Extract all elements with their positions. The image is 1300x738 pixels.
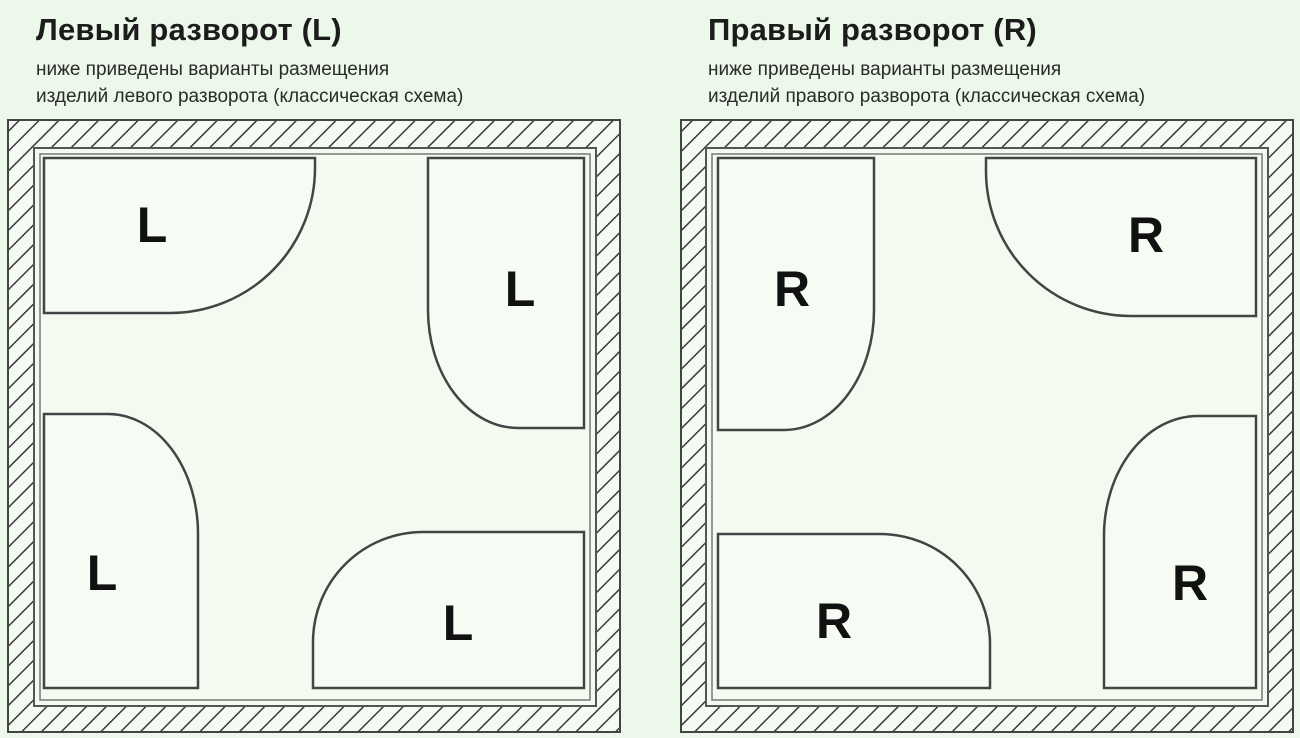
right-fixture-top-right [984, 156, 1258, 318]
right-panel-title: Правый разворот (R) [708, 12, 1037, 47]
left-fixture-top-left [42, 156, 317, 315]
left-panel-title: Левый разворот (L) [36, 12, 342, 47]
right-fixture-bottom-left [716, 532, 992, 690]
left-panel-header: Левый разворот (L) ниже приведены вариан… [36, 12, 463, 110]
left-panel-subtitle-line1: ниже приведены варианты размещения [36, 59, 390, 80]
right-fixture-bottom-right [1102, 414, 1258, 690]
left-fixture-bottom-right [311, 530, 586, 690]
left-room-inner-offset [39, 153, 591, 701]
right-panel-subtitle: ниже приведены варианты размещения издел… [708, 56, 1145, 110]
right-room-inner-offset [711, 153, 1263, 701]
left-fixture-top-right [426, 156, 586, 430]
right-fixture-top-left [716, 156, 876, 432]
left-fixture-top-left-label: L [137, 197, 168, 253]
left-fixture-bottom-right-label: L [443, 595, 474, 651]
left-panel-subtitle: ниже приведены варианты размещения издел… [36, 56, 463, 110]
right-panel-subtitle-line1: ниже приведены варианты размещения [708, 59, 1062, 80]
right-panel-subtitle-line2: изделий правого разворота (классическая … [708, 86, 1146, 107]
left-fixture-top-right-label: L [505, 261, 536, 317]
left-panel-subtitle-line2: изделий левого разворота (классическая с… [36, 86, 464, 107]
right-room: R R R R [680, 119, 1294, 733]
left-fixture-bottom-left-label: L [87, 545, 118, 601]
right-fixture-top-right-label: R [1128, 207, 1164, 263]
right-fixture-bottom-right-label: R [1172, 555, 1208, 611]
left-room: L L L L [7, 119, 621, 733]
left-fixture-bottom-left [42, 412, 200, 690]
right-fixture-top-left-label: R [774, 261, 810, 317]
right-panel-header: Правый разворот (R) ниже приведены вариа… [708, 12, 1145, 110]
right-fixture-bottom-left-label: R [816, 593, 852, 649]
